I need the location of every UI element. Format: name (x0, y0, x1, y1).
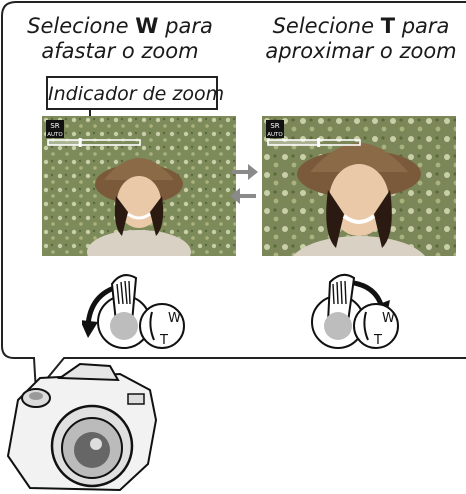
svg-text:AUTO: AUTO (47, 132, 63, 138)
svg-text:T: T (159, 333, 168, 348)
left-caption: Selecione W para afastar o zoom (20, 14, 220, 64)
right-caption-line2: aproximar o zoom (265, 39, 457, 63)
zoom-lever-wide: W T (82, 274, 185, 349)
portrait-tele (293, 143, 425, 256)
svg-text:SR: SR (270, 122, 279, 130)
arrow-right-icon (232, 164, 258, 180)
zoom-bar-tele (267, 138, 361, 147)
svg-text:W: W (382, 311, 395, 326)
portrait-wide (87, 158, 191, 256)
svg-text:SR: SR (50, 122, 59, 130)
right-caption-line1: Selecione T para (272, 14, 450, 38)
transition-arrows (230, 164, 258, 204)
svg-text:T: T (373, 333, 382, 348)
screen-badge-left: SR AUTO (46, 120, 64, 138)
zoom-indicator-label: Indicador de zoom (46, 76, 224, 110)
screen-badge-right: SR AUTO (266, 120, 284, 138)
svg-text:AUTO: AUTO (267, 132, 283, 138)
photo-tele: SR AUTO (262, 116, 456, 256)
left-caption-line1: Selecione W para (27, 14, 213, 38)
photo-wide: SR AUTO (42, 116, 236, 256)
tele-key: T (380, 14, 396, 38)
zoom-bar-wide (47, 138, 141, 147)
wide-key: W (135, 14, 159, 38)
camera-illustration (6, 362, 158, 492)
svg-text:W: W (168, 311, 181, 326)
right-caption: Selecione T para aproximar o zoom (256, 14, 466, 64)
left-caption-line2: afastar o zoom (41, 39, 199, 63)
zoom-lever-tele: W T (311, 273, 399, 349)
camera-viewfinder (56, 362, 120, 382)
arrow-left-icon (230, 188, 256, 204)
